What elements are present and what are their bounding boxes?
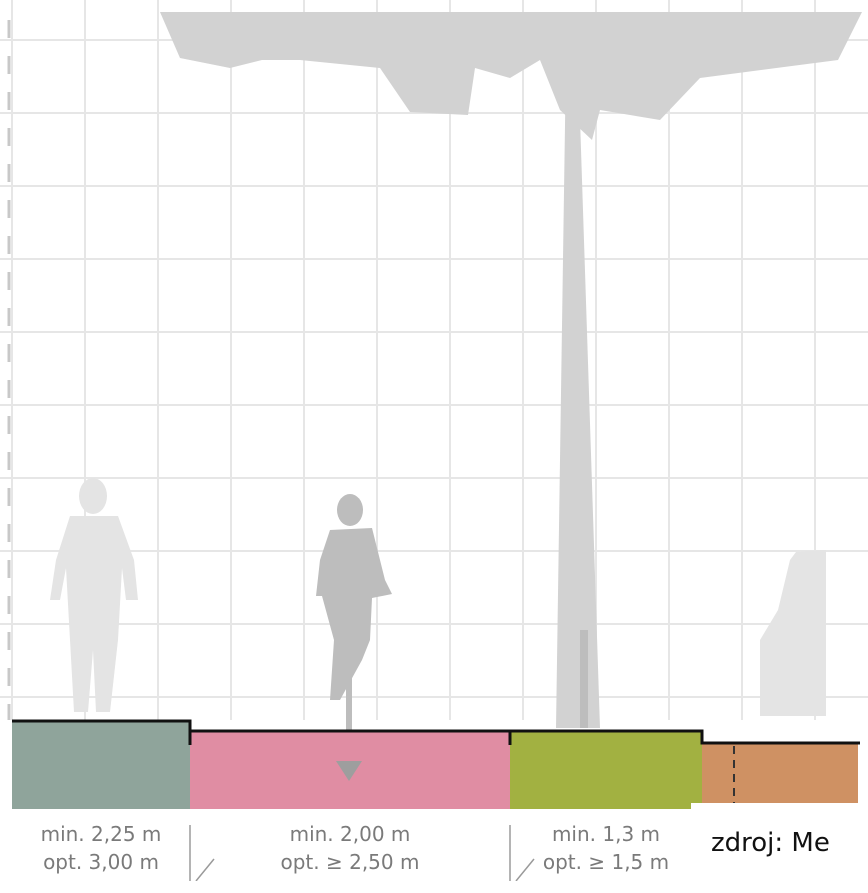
sidewalk-opt-width: opt. 3,00 m — [43, 850, 159, 874]
green-strip-opt-width: opt. ≥ 1,5 m — [542, 850, 670, 874]
pedestrian-silhouette — [50, 478, 138, 712]
tree-trunk-stake — [580, 630, 588, 728]
green-strip-min-width: min. 1,3 m — [551, 822, 661, 846]
ground-zones — [12, 721, 858, 809]
street-furniture-silhouette — [760, 550, 826, 716]
zone-green-strip — [510, 731, 702, 809]
source-caption: zdroj: Me — [711, 828, 830, 858]
direction-triangle-icon — [336, 761, 362, 781]
sidewalk-min-width: min. 2,25 m — [40, 822, 162, 846]
source-box — [691, 803, 868, 893]
cyclist-silhouette — [316, 494, 392, 730]
zone-sidewalk — [12, 721, 190, 809]
tree-crown — [160, 12, 862, 140]
cycle-lane-opt-width: opt. ≥ 2,50 m — [280, 850, 420, 874]
cycle-lane-min-width: min. 2,00 m — [289, 822, 411, 846]
ground-outline — [12, 719, 860, 745]
dimension-ticks — [189, 825, 535, 881]
zone-roadside — [702, 743, 858, 809]
tree-trunk — [556, 58, 600, 728]
